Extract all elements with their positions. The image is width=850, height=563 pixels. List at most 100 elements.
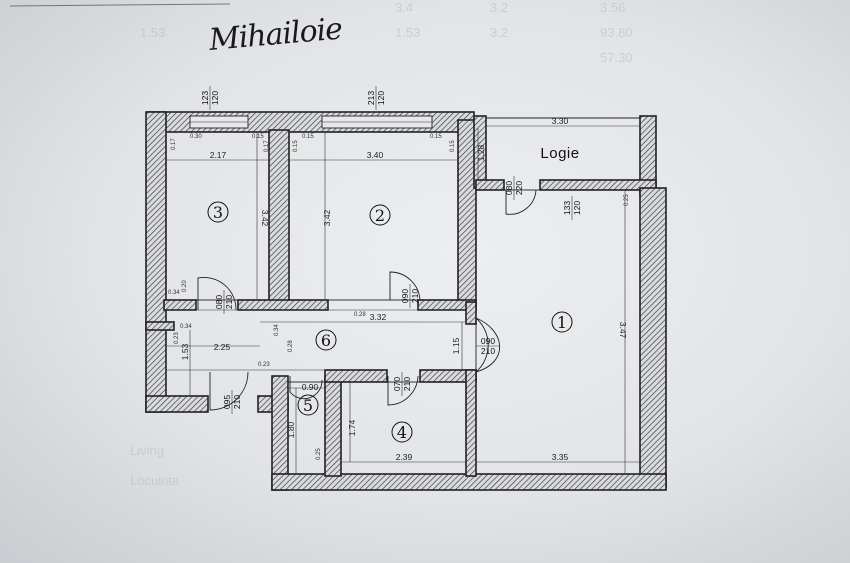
room-numbers: 1 2 3 4 5 6 [207, 201, 573, 443]
dim-small: 0.20 [182, 280, 188, 292]
wall-r3-bottom-a [163, 299, 197, 311]
window-room1-width: 133 [562, 201, 572, 215]
room-4-number: 4 [397, 423, 407, 442]
dim-small: 0.23 [258, 362, 270, 368]
dim-small: 0.28 [288, 340, 294, 352]
dim-room1-width: 3.35 [552, 452, 569, 462]
bg-text: 3.4 [395, 0, 413, 15]
dim-room4-width: 2.39 [396, 452, 413, 462]
dimension-labels: 3.30 2.17 3.40 3.42 3.42 3.47 3.35 2.39 … [180, 116, 628, 462]
door-room2-height: 210 [410, 289, 420, 303]
dim-small: 0.25 [316, 448, 322, 460]
door-swing-entrance [209, 371, 249, 411]
dim-hall-width: 3.32 [370, 312, 387, 322]
doors [197, 189, 537, 411]
wall-right [639, 187, 667, 489]
dim-small: 0.34 [168, 290, 180, 296]
dim-room5-height: 1.80 [286, 421, 296, 438]
dimension-lines [166, 125, 640, 474]
dim-small: 0.15 [252, 134, 264, 140]
bg-text: 3.2 [490, 25, 508, 40]
room-2-marker: 2 [369, 204, 391, 226]
dim-small: 0.25 [624, 194, 630, 206]
dim-small: 0.15 [302, 134, 314, 140]
dim-room2-width: 3.40 [367, 150, 384, 160]
room-1-number: 1 [557, 313, 567, 332]
door-labels: 080 210 090 210 090 210 070 210 095 210 … [214, 176, 524, 414]
door-swing-room3 [197, 277, 237, 311]
dim-room2-height: 3.42 [322, 209, 332, 226]
logie-label: Logie [540, 145, 579, 162]
door-swing-room1 [475, 317, 489, 373]
wall-logie-bottom-left [475, 179, 505, 191]
room-3-marker: 3 [207, 201, 229, 223]
dim-small: 0.23 [174, 332, 180, 344]
wall-room4-top-a [324, 369, 388, 383]
wall-hall-right-a [465, 301, 477, 325]
door-room4-height: 210 [402, 377, 412, 391]
room-5-number: 5 [303, 396, 313, 415]
wall-logie-bottom-right [539, 179, 657, 191]
wall-left [145, 111, 167, 413]
dim-small: 0.15 [293, 140, 299, 152]
bg-text: 3.56 [600, 0, 625, 15]
walls [145, 111, 667, 491]
window-room3-width: 123 [200, 91, 210, 105]
bg-text: 1.53 [395, 25, 420, 40]
door-room1-height: 210 [481, 346, 495, 356]
door-room4-width: 070 [392, 377, 402, 391]
bg-text: 3.2 [490, 0, 508, 15]
dim-hall-right: 1.15 [451, 337, 461, 354]
background-bleed-text: 3.4 3.2 3.56 1.53 3.2 1.53 93.80 57.30 L… [130, 0, 633, 488]
dim-small: 0.28 [354, 312, 366, 318]
wall-room4-right [465, 369, 477, 477]
wall-bath-room4 [324, 375, 342, 477]
door-room3-width: 080 [214, 295, 224, 309]
room-1-marker: 1 [551, 311, 573, 333]
door-entrance-width: 095 [222, 395, 232, 409]
signature-text: Mihailoie [207, 11, 344, 58]
dim-small: 0.15 [430, 134, 442, 140]
door-logie-height: 220 [514, 181, 524, 195]
window-room2-width: 213 [366, 91, 376, 105]
room-outlines [165, 131, 641, 475]
dim-room3-height: 3.42 [260, 210, 270, 227]
bg-text: 57.30 [600, 50, 633, 65]
dim-small: 0.34 [180, 324, 192, 330]
wall-hall-stub [145, 321, 175, 331]
window-room3-height: 120 [210, 91, 220, 105]
door-entrance-height: 210 [232, 395, 242, 409]
door-room1-width: 090 [481, 336, 495, 346]
dim-small: 0.17 [171, 138, 177, 150]
window-room1-height: 120 [572, 201, 582, 215]
door-swing-logie [505, 189, 537, 215]
dim-small: 0.15 [450, 140, 456, 152]
dim-hall-left: 2.25 [214, 342, 231, 352]
door-room2-width: 090 [400, 289, 410, 303]
bg-text: 93.80 [600, 25, 633, 40]
signature: Mihailoie [9, 3, 344, 58]
bg-text: Locuinta [130, 473, 180, 488]
room-6-number: 6 [321, 331, 331, 350]
dim-small: 0.34 [274, 324, 280, 336]
dim-room4-height: 1.74 [347, 419, 357, 436]
dim-room5-width: 0.90 [302, 382, 319, 392]
door-swing-room2 [389, 271, 421, 301]
small-dimension-labels: 0.30 0.17 0.15 0.15 0.15 0.15 0.17 0.15 … [168, 134, 630, 460]
dim-small: 0.17 [264, 140, 270, 152]
dim-room3-width: 2.17 [210, 150, 227, 160]
room-3-number: 3 [213, 203, 223, 222]
room-2-number: 2 [375, 206, 385, 225]
dim-logie-offset: 1.28 [476, 144, 486, 161]
room-5-marker: 5 [297, 394, 319, 416]
bg-text: Living [130, 443, 164, 458]
dim-logie-width: 3.30 [552, 116, 569, 126]
door-swing-room5 [289, 376, 323, 400]
door-logie-width: 080 [504, 181, 514, 195]
room-4-marker: 4 [391, 421, 413, 443]
wall-room3-room2 [268, 129, 290, 307]
window-room2-height: 120 [376, 91, 386, 105]
wall-bottom-left [145, 395, 209, 413]
